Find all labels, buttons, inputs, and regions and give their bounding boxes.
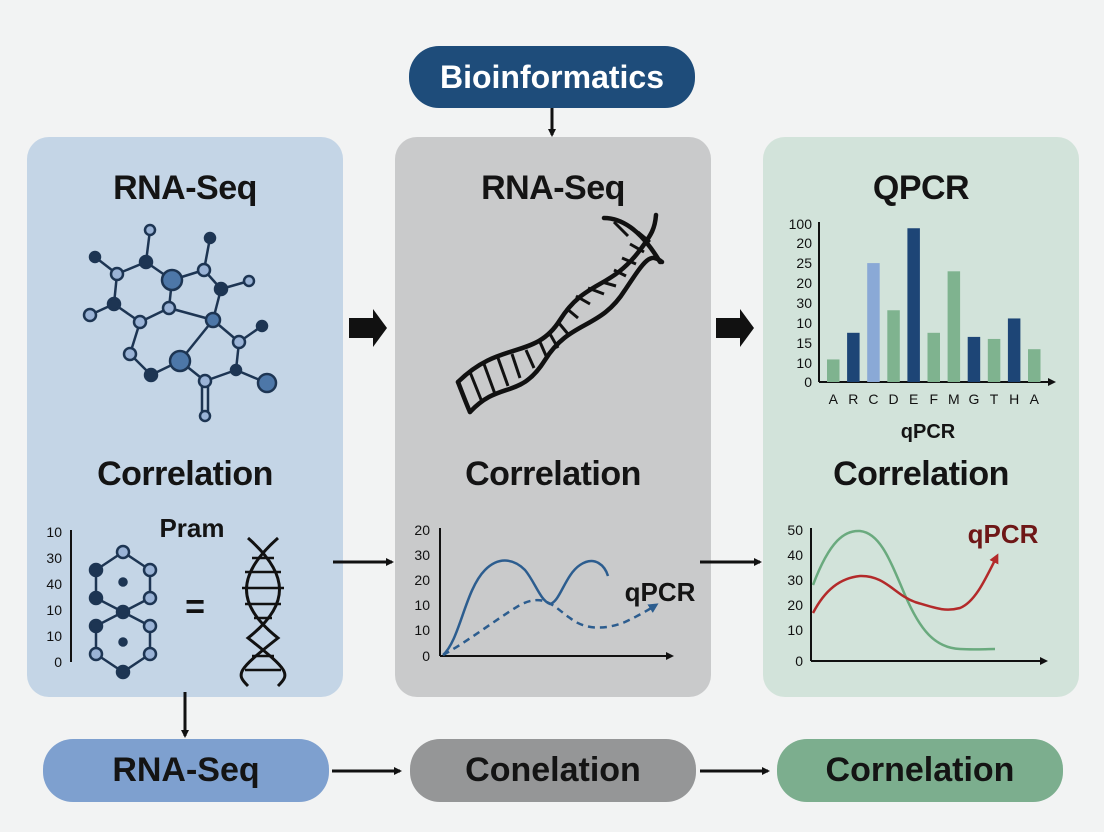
axis-tick: 50 (787, 522, 803, 538)
axis-tick: 0 (795, 653, 803, 669)
bar-category-label: A (1030, 391, 1040, 407)
bar-g (967, 336, 981, 382)
bar-axis-tick: 20 (796, 235, 812, 251)
panel-subtitle: Correlation (833, 455, 1009, 493)
molecule-atoms (82, 223, 278, 423)
bar-axis-tick: 10 (796, 315, 812, 331)
axis-tick: 10 (46, 602, 62, 618)
panel-subtitle: Correlation (97, 455, 273, 493)
bar-axis-tick: 25 (796, 255, 812, 271)
bar-t (987, 338, 1001, 382)
ring-atoms (88, 544, 158, 680)
axis-tick: 20 (787, 597, 803, 613)
bar-m (947, 271, 961, 382)
bar-axis-tick: 100 (789, 216, 813, 232)
bar-axis-tick: 0 (804, 374, 812, 390)
series-line-green (811, 529, 996, 651)
bar-category-label: D (888, 391, 898, 407)
middle-axis: 20 30 20 10 10 0 (414, 522, 674, 664)
bar-f (927, 332, 940, 382)
axis-tick: 30 (46, 550, 62, 566)
bar-category-label: E (909, 391, 918, 407)
bar-category-label: G (969, 391, 980, 407)
dna-ladder-icon (239, 536, 287, 688)
axis-tick: 0 (54, 654, 62, 670)
bar-category-label: A (829, 391, 839, 407)
axis-tick: 0 (422, 648, 430, 664)
bar-d (887, 310, 900, 382)
bar-category-label: F (929, 391, 938, 407)
axis-tick: 10 (46, 524, 62, 540)
axis-tick: 40 (46, 576, 62, 592)
footer-pill-cornelation: Cornelation (777, 739, 1063, 802)
right-axis: 50 40 30 20 10 0 (787, 522, 1048, 669)
bar-axis-tick: 15 (796, 335, 812, 351)
series-label-qpcr: qPCR (625, 577, 696, 607)
axis-tick: 10 (414, 622, 430, 638)
molecule-icon (89, 229, 268, 415)
bar-c (867, 263, 880, 382)
bar-h (1007, 318, 1021, 382)
footer-pill-conelation: Conelation (410, 739, 696, 802)
axis-tick: 20 (414, 522, 430, 538)
equals-sign: = (185, 588, 205, 626)
arrow-right-icon (716, 309, 754, 347)
bar-a (1028, 349, 1041, 382)
bar-a (827, 359, 840, 382)
pram-label: Pram (159, 513, 224, 543)
dna-helix-icon (455, 212, 665, 415)
bar-category-label: C (868, 391, 878, 407)
axis-tick: 10 (787, 622, 803, 638)
bar-axis-tick: 30 (796, 295, 812, 311)
left-axis: 10 30 40 10 10 0 (46, 524, 72, 670)
dna-helix-rungs (468, 220, 651, 403)
bar-e (907, 228, 920, 382)
arrow-right-icon (349, 309, 387, 347)
panel-title: RNA-Seq (481, 169, 625, 207)
bar-category-label: M (948, 391, 960, 407)
axis-tick: 10 (414, 597, 430, 613)
bars (827, 228, 1041, 382)
series-line-red (811, 553, 999, 614)
bar-category-label: H (1009, 391, 1019, 407)
series-line-dashed (442, 598, 659, 657)
axis-tick: 20 (414, 572, 430, 588)
bar-r (847, 332, 860, 382)
panel-subtitle: Correlation (465, 455, 641, 493)
panel-title: RNA-Seq (113, 169, 257, 207)
panel-title: QPCR (872, 169, 970, 207)
bar-xlabel: qPCR (901, 421, 956, 443)
bar-category-label: R (848, 391, 858, 407)
bar-axis-tick: 10 (796, 355, 812, 371)
bar-axis-tick: 20 (796, 275, 812, 291)
axis-tick: 10 (46, 628, 62, 644)
bar-category-label: T (990, 391, 999, 407)
series-line-solid (442, 559, 610, 656)
rna-seq-panel-left: RNA-Seq Correlation (27, 137, 343, 697)
axis-tick: 30 (414, 547, 430, 563)
footer-pill-rna-seq: RNA-Seq (43, 739, 329, 802)
dna-rungs (242, 556, 284, 672)
series-label-qpcr: qPCR (968, 519, 1039, 549)
axis-tick: 30 (787, 572, 803, 588)
axis-tick: 40 (787, 547, 803, 563)
bioinformatics-pill: Bioinformatics (409, 46, 695, 108)
